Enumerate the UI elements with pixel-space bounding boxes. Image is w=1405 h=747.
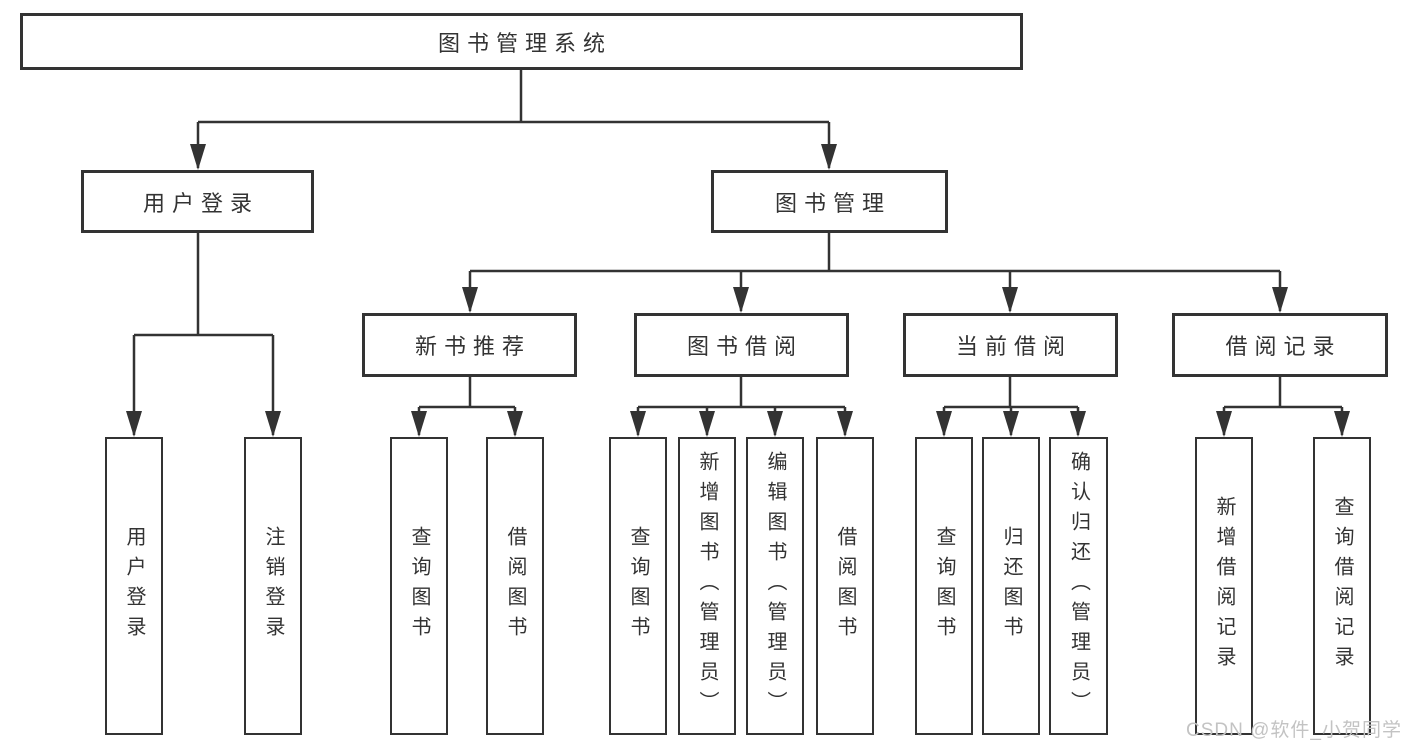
leaf-add-book-admin: 新增图书（管理员） (678, 437, 736, 735)
connector-user-login-children (126, 233, 281, 437)
arrowhead-icon (265, 411, 281, 437)
node-current-borrow: 当前借阅 (903, 313, 1118, 377)
arrowhead-icon (767, 411, 783, 437)
node-book-management: 图书管理 (711, 170, 948, 233)
leaf-user-login: 用户登录 (105, 437, 163, 735)
connector-book-mgmt-to-level3 (462, 233, 1288, 313)
arrowhead-icon (190, 144, 206, 170)
leaf-confirm-return-admin: 确认归还（管理员） (1049, 437, 1108, 735)
csdn-watermark: CSDN @软件_小贺同学 (1186, 720, 1402, 741)
arrowhead-icon (733, 287, 749, 313)
node-library-system: 图书管理系统 (20, 13, 1023, 70)
connector-borrow-record-children (1216, 377, 1350, 437)
leaf-logout: 注销登录 (244, 437, 302, 735)
leaf-query-book-borrow: 查询图书 (609, 437, 667, 735)
node-user-login: 用户登录 (81, 170, 314, 233)
arrowhead-icon (821, 144, 837, 170)
arrowhead-icon (630, 411, 646, 437)
leaf-edit-book-admin: 编辑图书（管理员） (746, 437, 804, 735)
arrowhead-icon (411, 411, 427, 437)
arrowhead-icon (1003, 411, 1019, 437)
node-book-borrow: 图书借阅 (634, 313, 849, 377)
leaf-return-book: 归还图书 (982, 437, 1040, 735)
leaf-borrow-book: 借阅图书 (816, 437, 874, 735)
arrowhead-icon (1272, 287, 1288, 313)
leaf-query-book-current: 查询图书 (915, 437, 973, 735)
arrowhead-icon (126, 411, 142, 437)
connector-new-book-children (411, 377, 523, 437)
connector-root-to-level2 (190, 70, 837, 170)
arrowhead-icon (837, 411, 853, 437)
arrowhead-icon (507, 411, 523, 437)
arrowhead-icon (1334, 411, 1350, 437)
arrowhead-icon (1070, 411, 1086, 437)
leaf-query-borrow-record: 查询借阅记录 (1313, 437, 1371, 735)
arrowhead-icon (462, 287, 478, 313)
arrowhead-icon (936, 411, 952, 437)
connector-book-borrow-children (630, 377, 853, 437)
node-borrow-record: 借阅记录 (1172, 313, 1388, 377)
connector-current-borrow-children (936, 377, 1086, 437)
arrowhead-icon (699, 411, 715, 437)
arrowhead-icon (1002, 287, 1018, 313)
leaf-query-book-recommend: 查询图书 (390, 437, 448, 735)
leaf-add-borrow-record: 新增借阅记录 (1195, 437, 1253, 735)
arrowhead-icon (1216, 411, 1232, 437)
leaf-borrow-book-recommend: 借阅图书 (486, 437, 544, 735)
node-new-book-recommend: 新书推荐 (362, 313, 577, 377)
